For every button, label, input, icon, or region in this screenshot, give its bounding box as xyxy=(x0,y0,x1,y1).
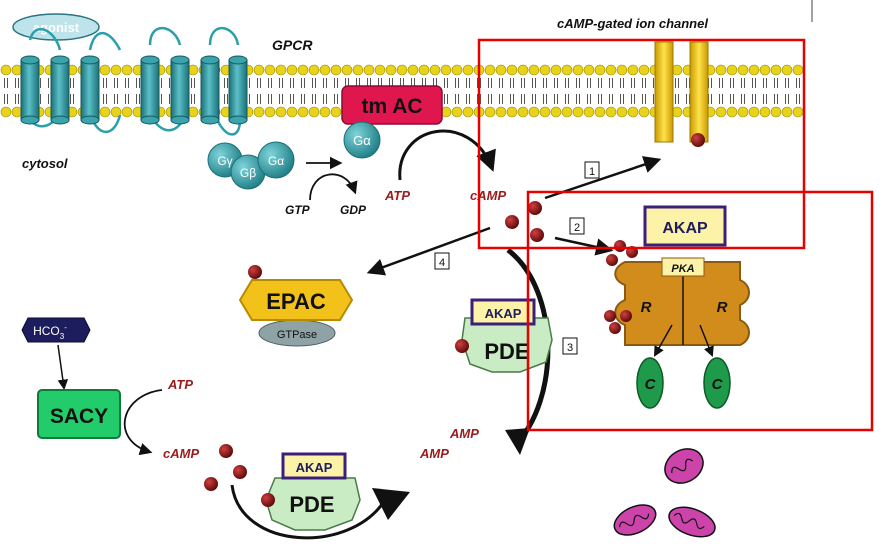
pde-bottom-label: PDE xyxy=(289,492,334,517)
highlight-box-channel xyxy=(477,38,806,250)
gtp-label: GTP xyxy=(285,203,311,217)
tm-ac-label: tm AC xyxy=(361,95,422,118)
sacy-label: SACY xyxy=(50,405,108,428)
hco3-shape xyxy=(21,317,91,343)
g-gamma-label: Gγ xyxy=(217,154,232,168)
step-box-4: 4 xyxy=(434,252,450,270)
atp-to-camp-arrow xyxy=(398,129,496,181)
pka-label: PKA xyxy=(671,263,694,275)
akap-pka-label: AKAP xyxy=(662,220,708,237)
hco3-label: HCO3- xyxy=(33,323,67,341)
akap-pde-right-box xyxy=(470,298,536,326)
atp-left-label: ATP xyxy=(167,377,193,392)
g-alpha-label: Gα xyxy=(268,154,284,168)
highlight-box-pka xyxy=(526,190,874,432)
agonist-label: agonist xyxy=(33,20,80,35)
g-beta-label: Gβ xyxy=(240,166,256,180)
atp-top-label: ATP xyxy=(384,188,410,203)
r-left-label: R xyxy=(641,299,652,316)
gtp-gdp-arrow xyxy=(309,173,358,201)
tm-ac-box xyxy=(341,85,443,125)
camp-top-label: cAMP xyxy=(470,188,506,203)
pde-bottom-cycle-arrow xyxy=(230,484,387,540)
g-alpha-subunit xyxy=(257,141,295,179)
akap-pde-bottom-label: AKAP xyxy=(296,460,333,475)
sacy-box xyxy=(37,389,121,439)
c-release-arrow-left xyxy=(653,324,673,357)
gdp-label: GDP xyxy=(340,203,367,217)
mitochondria xyxy=(613,448,716,538)
pka-tag xyxy=(661,257,705,277)
g-alpha-ac-label: Gα xyxy=(353,133,371,148)
pde-bottom-bound-camp xyxy=(261,493,275,507)
pka-regulatory-body xyxy=(614,261,750,346)
akap-pde-bottom-box xyxy=(281,452,347,480)
channel-subunit-right xyxy=(689,41,709,143)
pde-right-bound-camp xyxy=(455,339,469,353)
step-box-2: 2 xyxy=(569,217,585,235)
c-release-arrow-right xyxy=(699,324,714,357)
epac-bound-camp xyxy=(248,265,262,279)
camp-left-label: cAMP xyxy=(163,446,199,461)
svg-text:3: 3 xyxy=(567,342,573,354)
cytosol-label: cytosol xyxy=(22,156,68,171)
g-alpha-ac-subunit xyxy=(343,121,381,159)
c-right-label: C xyxy=(712,376,724,393)
channel-subunit-left xyxy=(654,41,674,143)
akap-pka-box xyxy=(643,205,727,247)
step-box-3: 3 xyxy=(562,337,578,355)
pde-right-label: PDE xyxy=(484,339,529,364)
gpcr-helices xyxy=(20,55,248,125)
c-subunit-left xyxy=(636,357,664,409)
gpcr-extracellular-loops xyxy=(28,26,240,51)
pde-bottom-cycle-arrowhead xyxy=(372,488,410,520)
channel-bound-camp xyxy=(691,133,705,147)
gtpase-label: GTPase xyxy=(277,329,317,341)
amp-label-2: AMP xyxy=(419,446,449,461)
camp-dots-center xyxy=(505,201,544,242)
svg-text:2: 2 xyxy=(574,222,580,234)
gpcr-intracellular-loops xyxy=(24,109,242,136)
c-subunit-right xyxy=(703,357,731,409)
step-3-arrowhead xyxy=(505,428,530,455)
epac-shape xyxy=(238,279,354,321)
epac-label: EPAC xyxy=(266,289,326,314)
svg-text:1: 1 xyxy=(589,166,595,178)
hco3-to-sacy-arrow xyxy=(57,344,69,391)
r-right-label: R xyxy=(717,299,728,316)
step-box-1: 1 xyxy=(584,161,600,179)
svg-text:4: 4 xyxy=(439,257,445,269)
amp-label-1: AMP xyxy=(449,426,479,441)
camp-dots-bottom xyxy=(204,444,247,491)
akap-pde-right-label: AKAP xyxy=(485,306,522,321)
step-4-arrow xyxy=(366,226,491,276)
channel-label: cAMP-gated ion channel xyxy=(557,16,708,31)
c-left-label: C xyxy=(645,376,657,393)
sacy-atp-camp-arrow xyxy=(123,389,163,456)
gpcr-label: GPCR xyxy=(272,37,313,53)
